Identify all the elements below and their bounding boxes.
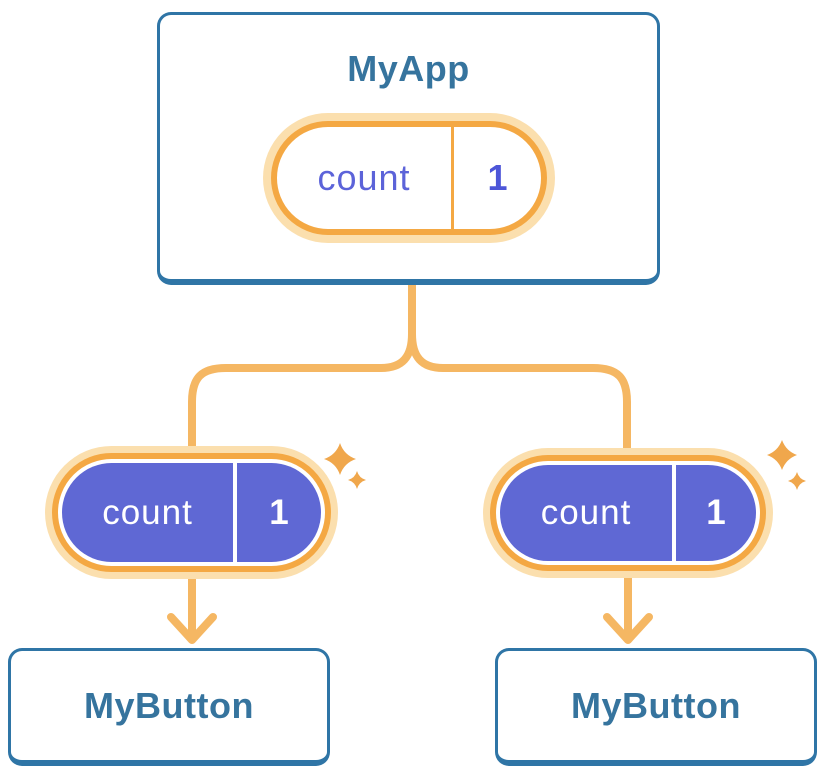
sparkle-icon: [788, 472, 806, 490]
arrow-down-icon: [167, 613, 217, 644]
prop-pill-ring: count 1: [490, 455, 766, 571]
state-pill: count 1: [263, 113, 555, 243]
pill-divider: [672, 465, 676, 561]
pill-divider: [233, 463, 237, 562]
prop-name: count: [540, 493, 632, 532]
prop-pill: count 1: [45, 446, 338, 579]
connector-fork-left: [188, 280, 416, 462]
prop-name: count: [102, 492, 193, 532]
state-value: 1: [487, 157, 508, 198]
state-pill-ring: count 1: [271, 121, 547, 235]
prop-pill-ring: count 1: [52, 453, 331, 572]
arrow-down-icon: [603, 613, 653, 644]
sparkle-icon: [767, 440, 797, 470]
child-component-card: MyButton: [8, 648, 330, 766]
child-component-card: MyButton: [495, 648, 817, 766]
sparkle-icon: [324, 443, 356, 475]
component-title: MyButton: [571, 684, 741, 726]
prop-pill-fill: count 1: [500, 465, 756, 561]
component-title: MyButton: [84, 684, 254, 726]
prop-pill-fill: count 1: [62, 463, 321, 562]
pill-divider: [451, 127, 454, 229]
prop-value: 1: [269, 492, 289, 532]
state-name: count: [317, 157, 411, 198]
connector-fork-right: [408, 280, 631, 462]
sparkle-icon: [348, 471, 366, 489]
prop-pill: count 1: [483, 448, 773, 578]
component-title: MyApp: [347, 48, 470, 89]
prop-value: 1: [706, 493, 726, 532]
